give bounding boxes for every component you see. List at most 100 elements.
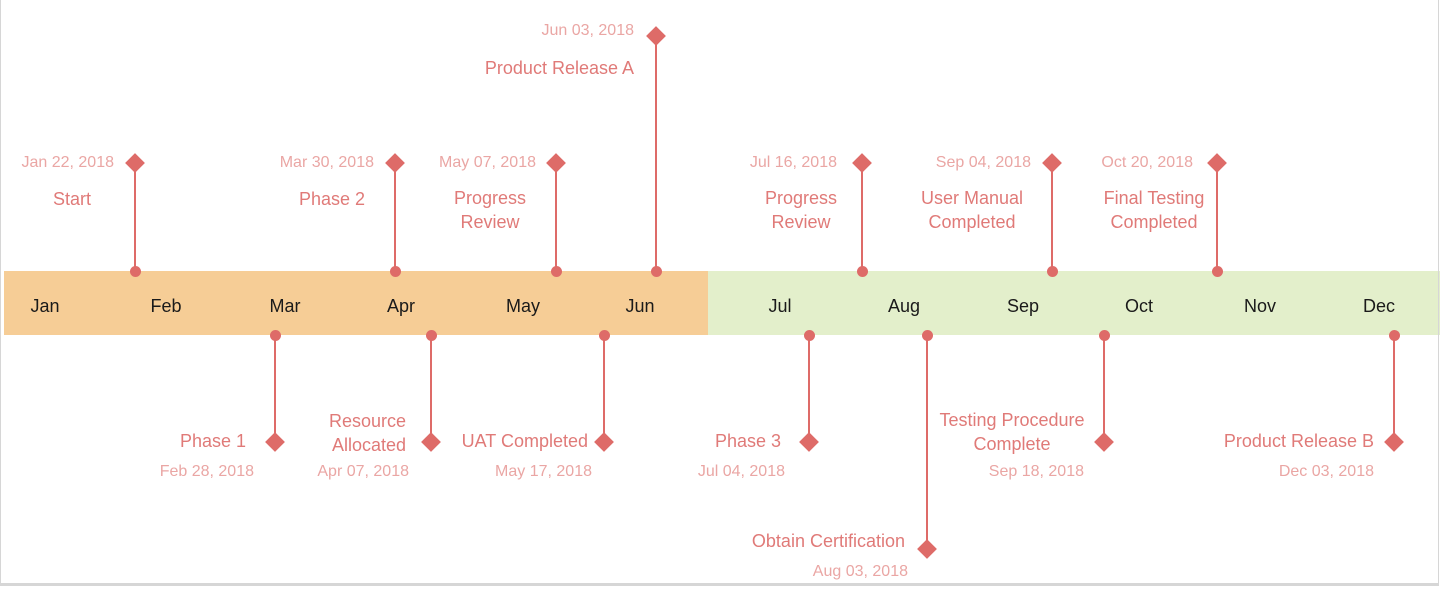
milestone-label-line: Complete xyxy=(973,434,1051,454)
milestone-dot xyxy=(1098,329,1110,341)
milestone-diamond xyxy=(546,153,566,173)
milestone-dot xyxy=(1211,265,1223,277)
timeline-band-second-half xyxy=(708,271,1440,335)
month-label-oct: Oct xyxy=(1124,296,1154,316)
milestone-diamond xyxy=(265,432,285,452)
milestone-diamond xyxy=(799,432,819,452)
milestone-label-line: User Manual xyxy=(920,188,1024,208)
milestone-label: Phase 1 xyxy=(180,429,246,453)
milestone-date: Apr 07, 2018 xyxy=(317,463,409,480)
milestone-date: Dec 03, 2018 xyxy=(1278,463,1374,480)
milestone-label-line: Phase 1 xyxy=(179,431,246,451)
month-label-feb: Feb xyxy=(150,296,182,316)
milestone-dot xyxy=(1046,265,1058,277)
milestone-label-line: Testing Procedure xyxy=(939,410,1085,430)
month-label-may: May xyxy=(505,296,541,316)
milestone-label: Phase 2 xyxy=(299,187,365,211)
milestone-label: Phase 3 xyxy=(715,429,781,453)
milestone-date: Mar 30, 2018 xyxy=(279,154,374,171)
month-label-jan: Jan xyxy=(30,296,60,316)
milestone-diamond xyxy=(125,153,145,173)
milestone-label-line: Phase 2 xyxy=(298,189,366,209)
month-label-aug: Aug xyxy=(887,296,921,316)
milestone-date: Oct 20, 2018 xyxy=(1101,154,1193,171)
milestone-label: Product Release B xyxy=(1224,429,1374,453)
milestone-dot xyxy=(425,329,437,341)
milestone-date: May 17, 2018 xyxy=(495,463,592,480)
month-label-apr: Apr xyxy=(386,296,416,316)
month-label-dec: Dec xyxy=(1362,296,1396,316)
milestone-date: May 07, 2018 xyxy=(439,154,536,171)
milestone-stem xyxy=(1393,335,1395,442)
milestone-label: UAT Completed xyxy=(462,429,588,453)
milestone-stem xyxy=(926,335,928,549)
milestone-stem xyxy=(808,335,810,442)
milestone-date: Jul 04, 2018 xyxy=(697,463,785,480)
milestone-dot xyxy=(650,265,662,277)
milestone-date: Jun 03, 2018 xyxy=(541,22,634,39)
milestone-label-line: Progress xyxy=(764,188,838,208)
milestone-dot xyxy=(269,329,281,341)
milestone-stem xyxy=(430,335,432,442)
milestone-date: Sep 04, 2018 xyxy=(935,154,1031,171)
milestone-date: Jul 16, 2018 xyxy=(749,154,837,171)
milestone-dot xyxy=(129,265,141,277)
milestone-label-line: Final Testing xyxy=(1103,188,1205,208)
month-label-nov: Nov xyxy=(1243,296,1277,316)
milestone-stem xyxy=(861,163,863,271)
milestone-label-line: Completed xyxy=(928,212,1016,232)
milestone-label-line: Review xyxy=(771,212,831,232)
milestone-label: Obtain Certification xyxy=(752,529,905,553)
month-label-jun: Jun xyxy=(625,296,655,316)
milestone-dot xyxy=(856,265,868,277)
milestone-label-line: Completed xyxy=(1110,212,1198,232)
milestone-label-line: Start xyxy=(52,189,92,209)
milestone-dot xyxy=(1388,329,1400,341)
milestone-label-line: Product Release B xyxy=(1223,431,1374,451)
milestone-diamond xyxy=(421,432,441,452)
milestone-label-line: Phase 3 xyxy=(714,431,781,451)
milestone-label-line: UAT Completed xyxy=(461,431,588,451)
milestone-diamond xyxy=(646,26,666,46)
milestone-stem xyxy=(1103,335,1105,442)
milestone-dot xyxy=(598,329,610,341)
milestone-diamond xyxy=(1094,432,1114,452)
milestone-diamond xyxy=(1384,432,1404,452)
milestone-label-line: Product Release A xyxy=(484,58,634,78)
milestone-stem xyxy=(555,163,557,271)
milestone-diamond xyxy=(385,153,405,173)
milestone-label-line: Obtain Certification xyxy=(751,531,905,551)
milestone-stem xyxy=(134,163,136,271)
milestone-label: Start xyxy=(53,187,91,211)
milestone-diamond xyxy=(917,539,937,559)
milestone-diamond xyxy=(594,432,614,452)
milestone-label: Product Release A xyxy=(485,56,634,80)
milestone-date: Aug 03, 2018 xyxy=(812,563,908,580)
milestone-date: Sep 18, 2018 xyxy=(988,463,1084,480)
milestone-label-line: Resource xyxy=(328,411,406,431)
milestone-date: Jan 22, 2018 xyxy=(21,154,114,171)
milestone-stem xyxy=(394,163,396,271)
milestone-diamond xyxy=(1042,153,1062,173)
month-label-sep: Sep xyxy=(1006,296,1040,316)
milestone-label-line: Progress xyxy=(453,188,527,208)
milestone-dot xyxy=(550,265,562,277)
month-label-mar: Mar xyxy=(269,296,301,316)
milestone-label-line: Review xyxy=(460,212,520,232)
milestone-label-line: Allocated xyxy=(331,435,406,455)
milestone-stem xyxy=(603,335,605,442)
milestone-diamond xyxy=(852,153,872,173)
milestone-stem xyxy=(1216,163,1218,271)
milestone-stem xyxy=(1051,163,1053,271)
milestone-dot xyxy=(389,265,401,277)
milestone-dot xyxy=(803,329,815,341)
milestone-diamond xyxy=(1207,153,1227,173)
milestone-stem xyxy=(655,36,657,271)
